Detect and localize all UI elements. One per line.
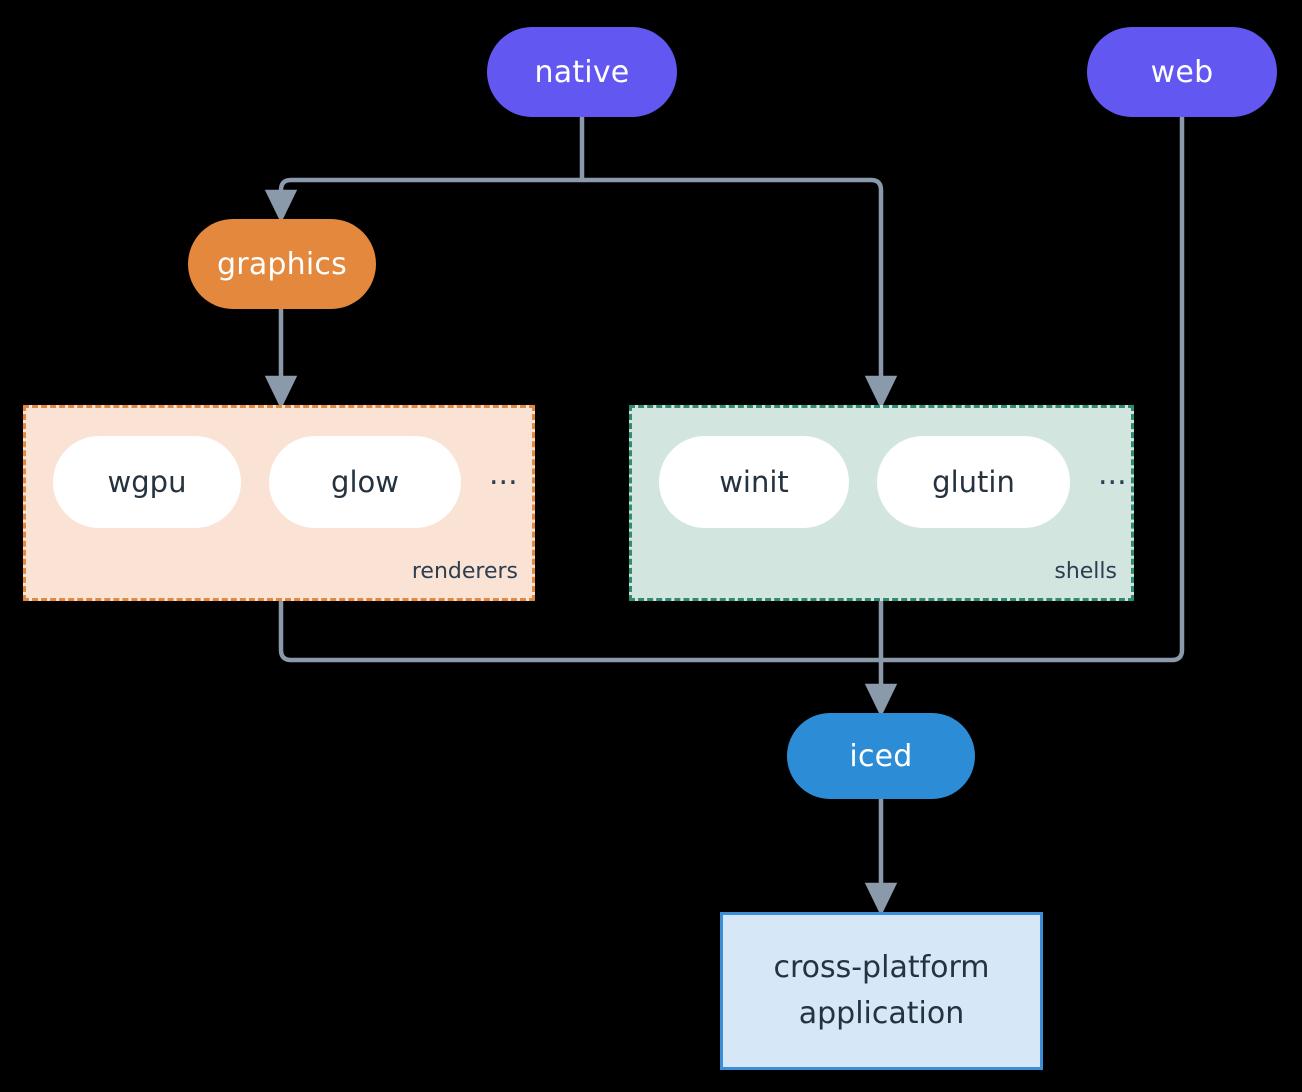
chip-glutin-label: glutin [932,465,1015,499]
renderers-chip-row: wgpu glow ... [53,436,518,528]
chip-wgpu[interactable]: wgpu [53,436,241,528]
node-web-label: web [1150,54,1214,90]
node-web[interactable]: web [1087,27,1277,117]
node-application[interactable]: cross-platform application [720,912,1043,1070]
shells-more-ellipsis: ... [1098,457,1127,492]
group-renderers-label: renderers [411,559,518,584]
node-application-line1: cross-platform [773,949,990,985]
edge-renderers-to-iced [278,601,881,663]
chip-glow[interactable]: glow [269,436,461,528]
chip-wgpu-label: wgpu [107,465,187,499]
renderers-more-ellipsis: ... [489,457,518,492]
group-renderers: wgpu glow ... renderers [23,405,535,601]
node-iced-label: iced [849,738,913,774]
chip-winit[interactable]: winit [659,436,849,528]
shells-chip-row: winit glutin ... [659,436,1127,528]
group-shells: winit glutin ... shells [629,405,1134,601]
node-iced[interactable]: iced [787,713,975,799]
node-native-label: native [534,54,630,90]
chip-glow-label: glow [331,465,399,499]
node-native[interactable]: native [487,27,677,117]
chip-winit-label: winit [719,465,789,499]
chip-glutin[interactable]: glutin [877,436,1070,528]
edge-native-to-shells [582,177,898,410]
node-application-line2: application [798,996,965,1031]
group-shells-label: shells [1054,559,1117,584]
node-graphics-label: graphics [217,246,347,282]
edge-native-to-graphics [264,177,582,224]
node-graphics[interactable]: graphics [188,219,376,309]
